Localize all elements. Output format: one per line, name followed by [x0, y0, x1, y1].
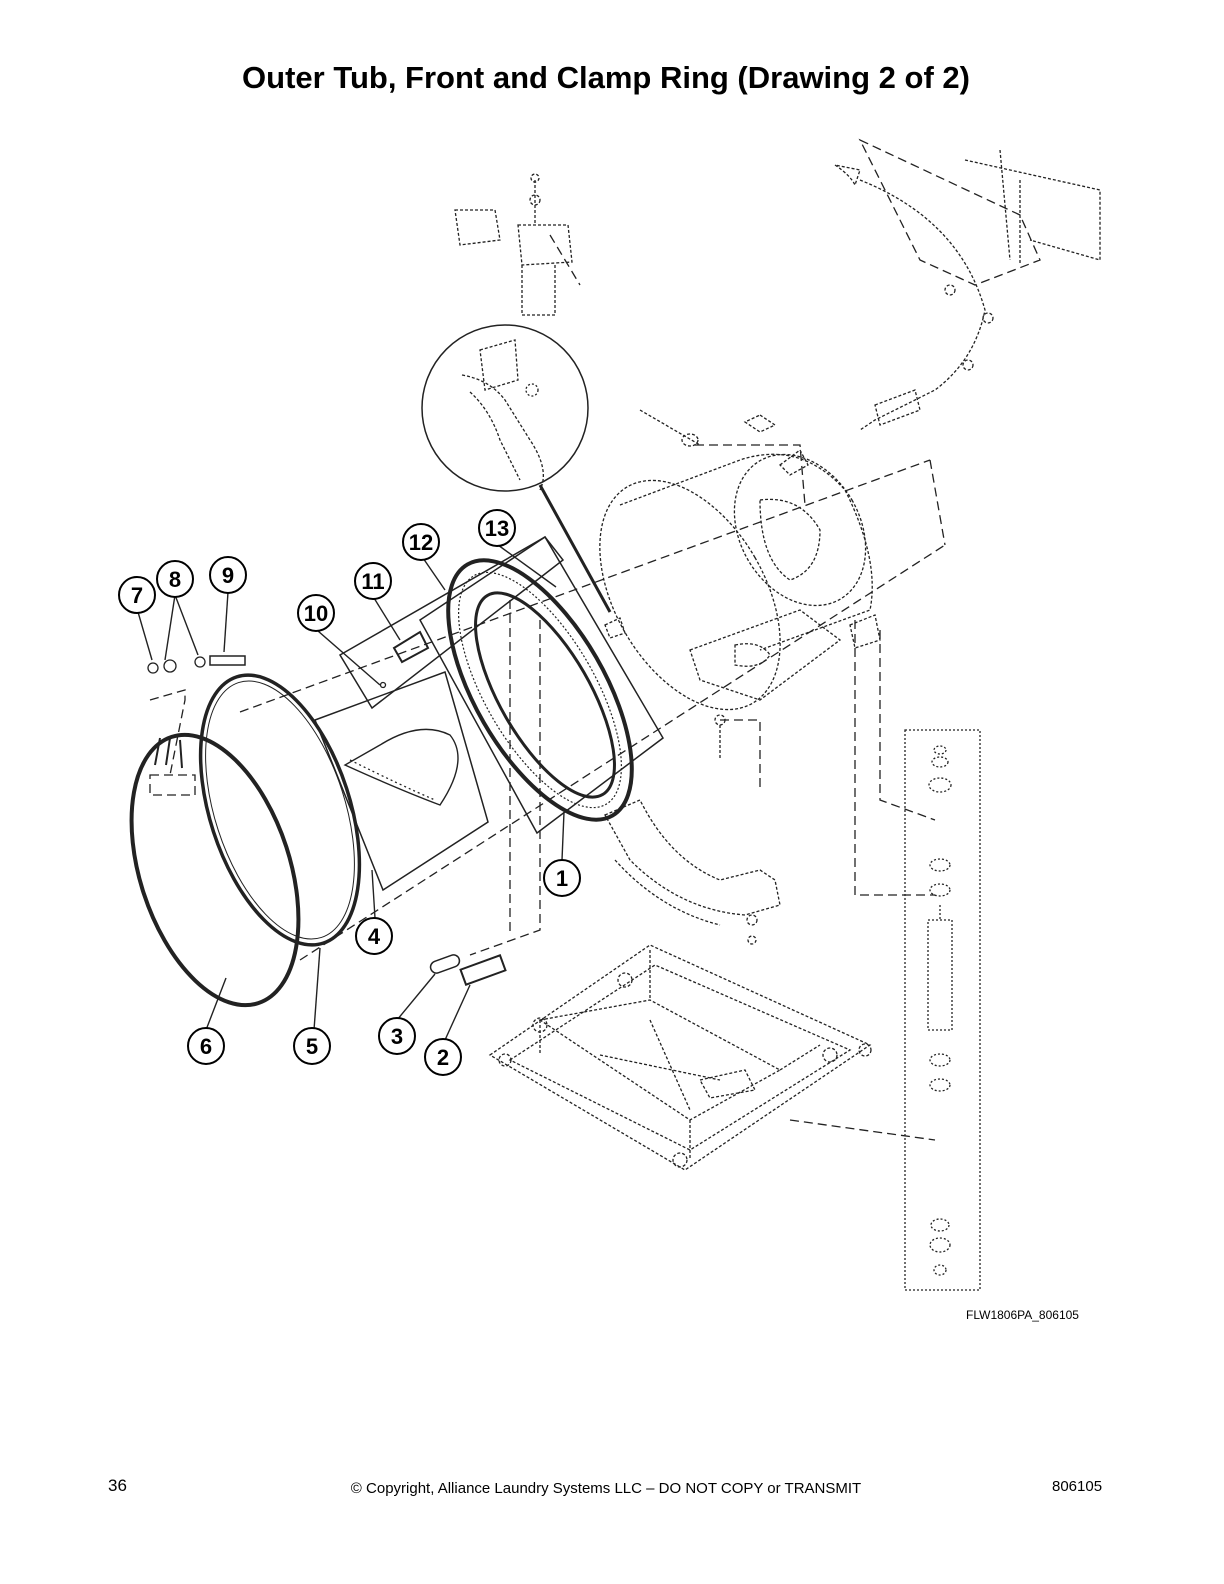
svg-text:2: 2: [437, 1045, 449, 1070]
callout-5: 5: [293, 1027, 331, 1065]
svg-text:9: 9: [222, 563, 234, 588]
callout-6: 6: [187, 1027, 225, 1065]
page-number: 36: [108, 1476, 127, 1495]
callout-12: 12: [402, 523, 440, 561]
svg-text:4: 4: [368, 924, 381, 949]
callout-8: 8: [156, 560, 194, 598]
callout-7: 7: [118, 576, 156, 614]
callouts: 1 2 3 4 5 6 7 8 9 10 11 12 13: [118, 509, 581, 1076]
detail-magnifier: [421, 324, 612, 613]
hose-assembly: [834, 149, 1101, 431]
document-number: 806105: [1052, 1478, 1103, 1495]
leader-lines: [137, 544, 565, 1041]
svg-text:3: 3: [391, 1024, 403, 1049]
callout-10: 10: [297, 594, 335, 632]
top-fittings: [454, 173, 573, 316]
svg-text:12: 12: [409, 530, 433, 555]
drawing-id: FLW1806PA_806105: [966, 1308, 1079, 1322]
rear-support: [604, 714, 781, 945]
shock-parts-column: [904, 729, 981, 1291]
svg-text:11: 11: [361, 569, 384, 594]
svg-text:1: 1: [556, 866, 568, 891]
callout-1: 1: [543, 859, 581, 897]
callout-9: 9: [209, 556, 247, 594]
svg-text:10: 10: [304, 601, 328, 626]
callout-13: 13: [478, 509, 516, 547]
svg-text:13: 13: [485, 516, 509, 541]
svg-text:7: 7: [131, 583, 143, 608]
callout-2: 2: [424, 1038, 462, 1076]
base-frame: [488, 944, 872, 1171]
callout-11: 11: [354, 562, 392, 600]
svg-text:6: 6: [200, 1034, 212, 1059]
front-parts: [129, 535, 664, 1008]
page-title: Outer Tub, Front and Clamp Ring (Drawing…: [242, 60, 970, 95]
callout-3: 3: [378, 1017, 416, 1055]
svg-text:5: 5: [306, 1034, 318, 1059]
svg-text:8: 8: [169, 567, 181, 592]
outer-tub: [599, 409, 881, 711]
callout-4: 4: [355, 917, 393, 955]
assembly-lines: [149, 138, 1041, 1141]
copyright-notice: © Copyright, Alliance Laundry Systems LL…: [350, 1480, 862, 1497]
